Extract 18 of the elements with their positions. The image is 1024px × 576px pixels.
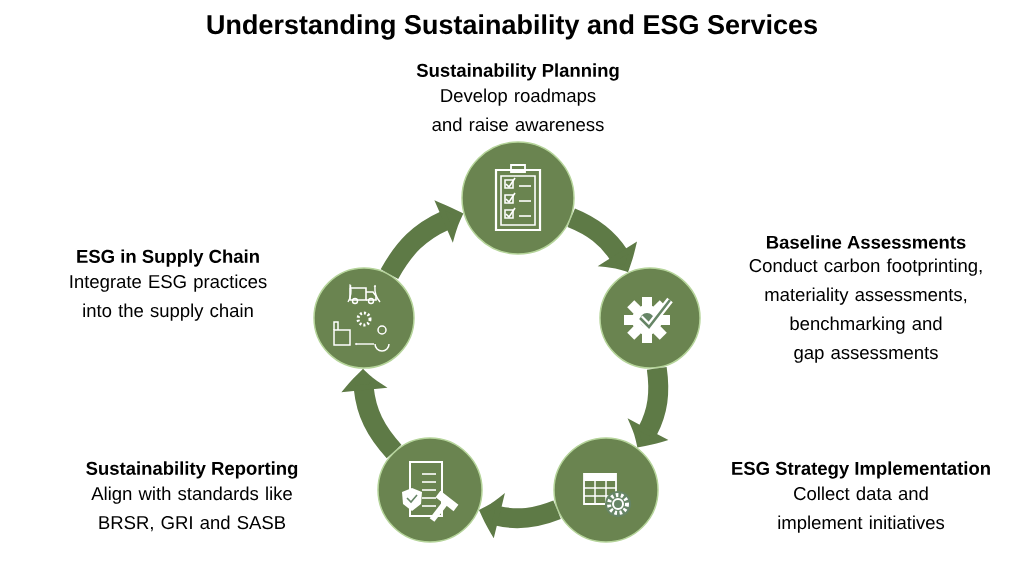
step-description: Integrate ESG practices into the supply chain	[70, 274, 267, 321]
step-circle	[461, 141, 575, 255]
title: Understanding Sustainability and ESG Services	[207, 14, 817, 40]
step-heading: Baseline Assessments	[767, 235, 966, 249]
step-heading: Sustainability Reporting	[86, 461, 298, 479]
cycle-arrow	[567, 208, 636, 272]
step-heading: Sustainability Planning	[416, 63, 619, 81]
step-circle	[553, 437, 659, 543]
step-description: Conduct carbon footprinting, materiality assessments, benchmarking and gap assessments	[749, 258, 982, 363]
step-description: Develop roadmaps and raise awareness	[432, 88, 604, 132]
step-circle	[377, 437, 483, 543]
step-heading: ESG in Supply Chain	[77, 249, 259, 267]
step-description: Align with standards like BRSR, GRI and SASB	[91, 486, 292, 532]
step-description: Collect data and implement initiatives	[778, 486, 945, 533]
cycle-arrow	[630, 367, 669, 448]
cycle-arrow	[380, 202, 463, 280]
step-heading: ESG Strategy Implementation	[732, 461, 990, 479]
step-circle	[313, 267, 415, 369]
